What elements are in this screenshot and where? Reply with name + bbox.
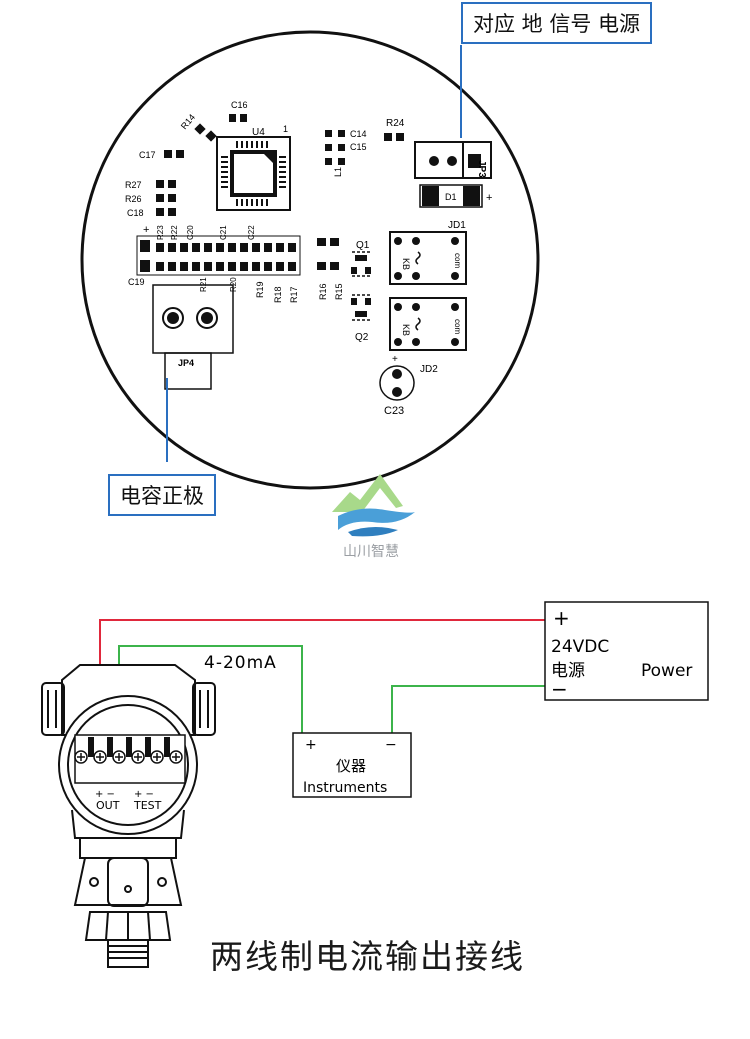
label-c19: C19 <box>128 277 145 287</box>
terminal-pm-out: + − <box>95 789 115 800</box>
power-cn: 电源 <box>551 661 585 681</box>
power-plus: + <box>553 606 570 630</box>
q1-transistor <box>351 251 372 277</box>
label-jd2-com: com <box>453 319 462 334</box>
label-q1: Q1 <box>356 240 370 251</box>
jp3-connector <box>414 141 492 179</box>
label-c18: C18 <box>127 208 144 218</box>
jp4-connector <box>152 284 234 390</box>
caption-title: 两线制电流输出接线 <box>210 937 525 976</box>
label-jd1-kb: KB <box>401 258 411 270</box>
callout-top: 对应 地 信号 电源 <box>461 2 653 44</box>
label-d1-plus: + <box>486 192 492 204</box>
label-u4: U4 <box>252 127 265 138</box>
label-r17: R17 <box>289 286 299 303</box>
instrument-cn: 仪器 <box>336 757 366 775</box>
terminal-out: OUT <box>96 799 120 812</box>
label-r18: R18 <box>273 286 283 303</box>
label-c20: C20 <box>186 225 195 240</box>
label-jd2-kb: KB <box>401 324 411 336</box>
label-d1: D1 <box>445 192 457 202</box>
pcb-board: U4 1 C16 R14 C17 R27 R26 C18 R23 R22 C20… <box>80 30 540 490</box>
label-c16: C16 <box>231 100 248 110</box>
label-r23: R23 <box>156 225 165 240</box>
c23-capacitor <box>379 365 415 401</box>
instrument-en: Instruments <box>303 780 387 796</box>
d1-diode <box>419 184 483 208</box>
label-c15: C15 <box>350 142 367 152</box>
resistor-pad-rows <box>140 240 296 272</box>
label-l1: L1 <box>333 167 343 177</box>
label-r26: R26 <box>125 194 142 204</box>
instrument-plus: + <box>305 737 317 753</box>
label-jd1: JD1 <box>448 220 466 231</box>
label-c23-plus: + <box>392 354 398 365</box>
terminal-test: TEST <box>133 799 162 812</box>
power-minus: − <box>551 677 568 701</box>
label-r24: R24 <box>386 118 405 129</box>
terminal-block <box>74 734 186 784</box>
label-q2: Q2 <box>355 332 369 343</box>
label-c21: C21 <box>219 225 228 240</box>
power-voltage: 24VDC <box>551 637 609 657</box>
callout-left: 电容正极 <box>108 474 216 516</box>
jd1-relay <box>389 231 467 285</box>
terminal-pm-test: + − <box>134 789 154 800</box>
logo-text: 山川智慧 <box>343 544 399 560</box>
green-wire-return <box>391 685 545 733</box>
label-c22: C22 <box>247 225 256 240</box>
transmitter-housing <box>41 664 216 968</box>
label-r22: R22 <box>170 225 179 240</box>
jd2-relay <box>389 297 467 351</box>
logo-mark <box>332 474 415 537</box>
power-en: Power <box>641 661 692 681</box>
instrument-minus: − <box>385 737 397 753</box>
label-jd2: JD2 <box>420 364 438 375</box>
power-supply-box <box>544 601 709 701</box>
label-r27: R27 <box>125 180 142 190</box>
label-jd1-com: com <box>453 253 462 268</box>
q2-transistor <box>351 294 372 321</box>
label-r15: R15 <box>334 283 344 300</box>
label-plus-c19: + <box>143 224 149 236</box>
current-label: 4-20mA <box>204 653 277 673</box>
label-pin1: 1 <box>283 124 288 134</box>
label-c23: C23 <box>384 405 404 417</box>
u4-chip <box>216 136 291 211</box>
label-r16: R16 <box>318 283 328 300</box>
pcb-outline <box>80 30 540 490</box>
label-c14: C14 <box>350 129 367 139</box>
label-jp3: JP3 <box>476 160 487 178</box>
instrument-box <box>292 732 412 798</box>
label-c17: C17 <box>139 150 156 160</box>
label-r19: R19 <box>255 281 265 298</box>
label-jp4: JP4 <box>178 358 194 368</box>
